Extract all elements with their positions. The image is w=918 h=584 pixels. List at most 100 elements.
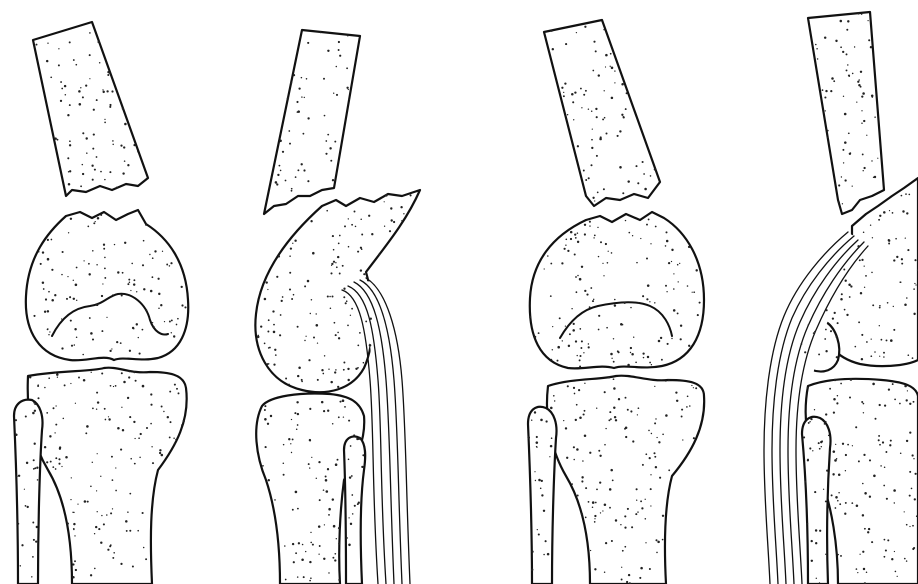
- stipple-dot: [297, 424, 299, 426]
- stipple-dot: [16, 476, 18, 478]
- stipple-dot: [881, 339, 883, 341]
- stipple-dot: [282, 151, 284, 153]
- stipple-dot: [280, 170, 282, 172]
- stipple-dot: [51, 239, 53, 241]
- stipple-dot: [63, 418, 65, 420]
- stipple-dot: [827, 130, 829, 132]
- stipple-dot: [576, 32, 577, 33]
- stipple-dot: [888, 239, 890, 241]
- stipple-dot: [38, 384, 39, 385]
- stipple-dot: [638, 407, 640, 409]
- stipple-dot: [633, 337, 634, 338]
- stipple-dot: [344, 225, 346, 227]
- stipple-dot: [867, 531, 869, 533]
- stipple-dot: [262, 465, 264, 467]
- stipple-dot: [94, 568, 96, 570]
- stipple-dot: [641, 507, 643, 509]
- stipple-dot: [143, 240, 145, 242]
- stipple-dot: [879, 325, 880, 326]
- stipple-dot: [567, 250, 569, 252]
- stipple-dot: [869, 459, 871, 461]
- stipple-dot: [354, 211, 356, 213]
- stipple-dot: [842, 51, 844, 53]
- stipple-dot: [137, 151, 138, 152]
- stipple-dot: [122, 272, 124, 274]
- stipple-dot: [104, 122, 106, 124]
- stipple-dot: [285, 378, 287, 380]
- stipple-dot: [112, 144, 113, 145]
- stipple-dot: [285, 180, 287, 182]
- stipple-dot: [909, 403, 911, 405]
- stipple-dot: [327, 468, 329, 470]
- stipple-dot: [658, 340, 661, 343]
- stipple-dot: [819, 448, 821, 450]
- stipple-dot: [914, 473, 916, 475]
- stipple-dot: [69, 170, 71, 172]
- stipple-dot: [906, 560, 907, 561]
- stipple-dot: [810, 418, 812, 420]
- stipple-dot: [841, 176, 842, 177]
- stipple-dot: [335, 463, 338, 466]
- stipple-dot: [614, 82, 615, 83]
- stipple-dot: [630, 347, 632, 349]
- stipple-dot: [17, 523, 19, 525]
- stipple-dot: [149, 254, 150, 255]
- stipple-dot: [327, 410, 329, 412]
- stipple-dot: [577, 145, 579, 147]
- stipple-dot: [171, 319, 173, 321]
- stipple-dot: [636, 488, 638, 490]
- stipple-dot: [825, 421, 827, 423]
- stipple-dot: [855, 346, 857, 348]
- stipple-dot: [613, 361, 615, 363]
- stipple-dot: [860, 292, 862, 294]
- stipple-dot: [32, 412, 35, 415]
- stipple-dot: [599, 455, 601, 457]
- stipple-dot: [116, 341, 118, 343]
- stipple-dot: [602, 263, 603, 264]
- stipple-dot: [609, 411, 611, 413]
- stipple-dot: [593, 41, 595, 43]
- stipple-dot: [642, 464, 644, 466]
- stipple-dot: [829, 388, 831, 390]
- stipple-dot: [110, 385, 112, 387]
- stipple-dot: [115, 385, 117, 387]
- stipple-dot: [635, 165, 637, 167]
- stipple-dot: [627, 180, 629, 182]
- stipple-dot: [29, 376, 31, 378]
- stipple-dot: [580, 347, 582, 349]
- stipple-dot: [298, 542, 300, 544]
- stipple-dot: [347, 368, 349, 370]
- stipple-dot: [66, 298, 68, 300]
- stipple-dot: [617, 135, 619, 137]
- stipple-dot: [573, 323, 575, 325]
- stipple-dot: [538, 332, 540, 334]
- stipple-dot: [871, 96, 873, 98]
- stipple-dot: [98, 528, 100, 530]
- stipple-dot: [860, 71, 862, 73]
- stipple-dot: [844, 113, 847, 116]
- stipple-dot: [833, 80, 835, 82]
- stipple-dot: [879, 356, 880, 357]
- stipple-dot: [330, 308, 332, 310]
- stipple-dot: [850, 285, 852, 287]
- stipple-dot: [586, 294, 588, 296]
- stipple-dot: [681, 416, 683, 418]
- stipple-dot: [558, 461, 559, 462]
- stipple-dot: [129, 416, 131, 418]
- stipple-dot: [67, 523, 69, 525]
- stipple-dot: [355, 226, 357, 228]
- stipple-dot: [655, 418, 656, 419]
- stipple-dot: [630, 352, 631, 353]
- stipple-dot: [283, 474, 285, 476]
- stipple-dot: [331, 265, 332, 266]
- stipple-dot: [550, 359, 552, 361]
- stipple-dot: [849, 75, 850, 76]
- stipple-dot: [815, 542, 817, 544]
- stipple-dot: [297, 508, 299, 510]
- stipple-dot: [604, 117, 606, 119]
- stipple-dot: [545, 420, 547, 422]
- stipple-dot: [72, 576, 75, 579]
- stipple-dot: [863, 568, 865, 570]
- stipple-dot: [636, 500, 637, 501]
- stipple-dot: [867, 20, 868, 21]
